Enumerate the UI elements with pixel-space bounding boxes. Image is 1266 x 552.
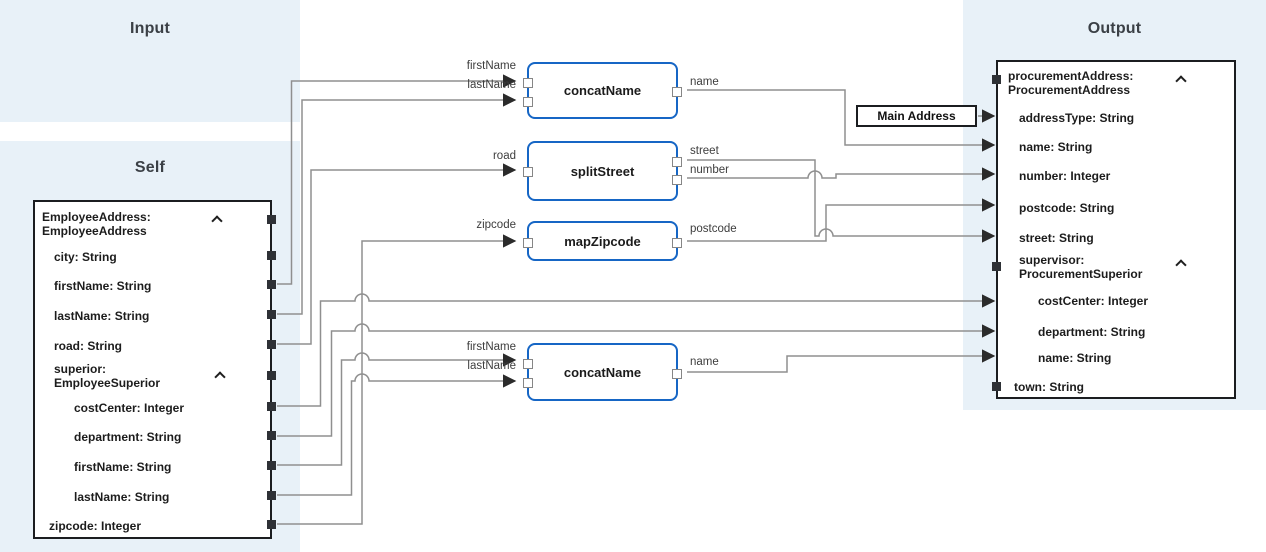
fn1-input-label-firstname: firstName bbox=[466, 60, 516, 72]
connection-lastname-to-concatname1 bbox=[277, 93, 517, 315]
field-sup-firstname[interactable]: firstName: String bbox=[74, 460, 172, 474]
port-firstname[interactable] bbox=[267, 280, 276, 289]
field-number[interactable]: number: Integer bbox=[1019, 169, 1111, 183]
collapse-chevron-icon[interactable] bbox=[211, 215, 223, 227]
field-sup-name[interactable]: name: String bbox=[1038, 351, 1112, 365]
output-schema-tree: procurementAddress:ProcurementAddress ad… bbox=[996, 60, 1236, 399]
fn1-input-port-firstname[interactable] bbox=[523, 78, 533, 88]
group-supervisor[interactable]: supervisor:ProcurementSuperior bbox=[1019, 253, 1143, 281]
field-town[interactable]: town: String bbox=[1014, 380, 1084, 394]
port-lastname[interactable] bbox=[267, 310, 276, 319]
function-node-mapzipcode[interactable]: mapZipcode bbox=[523, 221, 682, 261]
input-panel: Input bbox=[0, 0, 300, 122]
fn3-input-port-zipcode[interactable] bbox=[523, 238, 533, 248]
field-out-costcenter[interactable]: costCenter: Integer bbox=[1038, 294, 1149, 308]
fn2-output-port-number[interactable] bbox=[672, 175, 682, 185]
port-costcenter[interactable] bbox=[267, 402, 276, 411]
field-addresstype[interactable]: addressType: String bbox=[1019, 111, 1135, 125]
fn4-input-port-firstname[interactable] bbox=[523, 359, 533, 369]
field-department[interactable]: department: String bbox=[74, 430, 182, 444]
group-procurement-address[interactable]: procurementAddress:ProcurementAddress bbox=[1008, 69, 1134, 97]
function-node-splitstreet[interactable]: splitStreet bbox=[523, 141, 682, 201]
group-superior[interactable]: superior:EmployeeSuperior bbox=[54, 362, 161, 390]
fn2-input-label-road: road bbox=[492, 150, 516, 162]
output-panel-title: Output bbox=[1087, 20, 1142, 37]
fn3-output-label-postcode: postcode bbox=[690, 223, 737, 235]
field-zipcode[interactable]: zipcode: Integer bbox=[49, 519, 142, 533]
fn3-input-label-zipcode: zipcode bbox=[476, 219, 516, 231]
function-label: splitStreet bbox=[570, 163, 635, 179]
connection-sup-firstname-to-concatname2 bbox=[277, 352, 517, 466]
port-city[interactable] bbox=[267, 251, 276, 260]
connection-street-to-output bbox=[687, 159, 996, 243]
fn4-input-label-firstname: firstName bbox=[466, 341, 516, 353]
connection-name2-to-output bbox=[687, 349, 996, 373]
connection-department-to-output bbox=[277, 323, 996, 437]
fn4-input-label-lastname: lastName bbox=[467, 360, 516, 372]
fn4-output-port-name[interactable] bbox=[672, 369, 682, 379]
port-procurement-address[interactable] bbox=[992, 75, 1001, 84]
field-firstname[interactable]: firstName: String bbox=[54, 279, 152, 293]
port-employee-address[interactable] bbox=[267, 215, 276, 224]
collapse-chevron-icon[interactable] bbox=[214, 371, 226, 383]
self-schema-tree: EmployeeAddress:EmployeeAddress city: St… bbox=[33, 200, 272, 539]
field-costcenter[interactable]: costCenter: Integer bbox=[74, 401, 185, 415]
fn2-output-label-number: number bbox=[690, 164, 729, 176]
fn1-output-port-name[interactable] bbox=[672, 87, 682, 97]
fn2-input-port-road[interactable] bbox=[523, 167, 533, 177]
main-address-label: Main Address bbox=[877, 109, 956, 123]
field-name[interactable]: name: String bbox=[1019, 140, 1093, 154]
port-department[interactable] bbox=[267, 431, 276, 440]
collapse-chevron-icon[interactable] bbox=[1175, 259, 1187, 271]
main-address-constant[interactable]: Main Address bbox=[856, 105, 977, 127]
connection-sup-lastname-to-concatname2 bbox=[277, 373, 517, 496]
port-town[interactable] bbox=[992, 382, 1001, 391]
function-node-concatname-2[interactable]: concatName bbox=[523, 343, 682, 401]
function-label: concatName bbox=[563, 83, 642, 98]
fn1-input-label-lastname: lastName bbox=[467, 79, 516, 91]
fn1-input-port-lastname[interactable] bbox=[523, 97, 533, 107]
field-postcode[interactable]: postcode: String bbox=[1019, 201, 1115, 215]
input-panel-title: Input bbox=[129, 20, 171, 37]
fn1-output-label-name: name bbox=[690, 76, 719, 88]
fn3-output-port-postcode[interactable] bbox=[672, 238, 682, 248]
self-panel-title: Self bbox=[134, 159, 166, 176]
fn2-output-port-street[interactable] bbox=[672, 157, 682, 167]
port-sup-lastname[interactable] bbox=[267, 491, 276, 500]
field-sup-lastname[interactable]: lastName: String bbox=[74, 490, 170, 504]
fn2-output-label-street: street bbox=[690, 145, 719, 157]
connection-road-to-splitstreet bbox=[277, 163, 517, 345]
connection-firstname-to-concatname1 bbox=[277, 74, 517, 285]
field-lastname[interactable]: lastName: String bbox=[54, 309, 150, 323]
function-label: concatName bbox=[563, 364, 642, 380]
port-road[interactable] bbox=[267, 340, 276, 349]
port-superior[interactable] bbox=[267, 371, 276, 380]
connection-number-to-output bbox=[687, 167, 996, 181]
port-supervisor[interactable] bbox=[992, 262, 1001, 271]
field-city[interactable]: city: String bbox=[54, 250, 117, 264]
collapse-chevron-icon[interactable] bbox=[1175, 75, 1187, 87]
function-label: mapZipcode bbox=[564, 233, 641, 249]
connection-name1-to-output-name bbox=[687, 89, 996, 152]
group-employee-address[interactable]: EmployeeAddress:EmployeeAddress bbox=[42, 210, 151, 238]
fn4-output-label-name: name bbox=[690, 356, 719, 368]
connection-zipcode-to-mapzipcode bbox=[277, 234, 517, 525]
field-road[interactable]: road: String bbox=[54, 339, 122, 353]
function-node-concatname-1[interactable]: concatName bbox=[523, 62, 682, 119]
port-sup-firstname[interactable] bbox=[267, 461, 276, 470]
field-out-department[interactable]: department: String bbox=[1038, 325, 1146, 339]
fn4-input-port-lastname[interactable] bbox=[523, 378, 533, 388]
port-zipcode[interactable] bbox=[267, 520, 276, 529]
connection-costcenter-to-output bbox=[277, 293, 996, 407]
connection-postcode-to-output bbox=[687, 198, 996, 242]
field-street[interactable]: street: String bbox=[1019, 231, 1094, 245]
